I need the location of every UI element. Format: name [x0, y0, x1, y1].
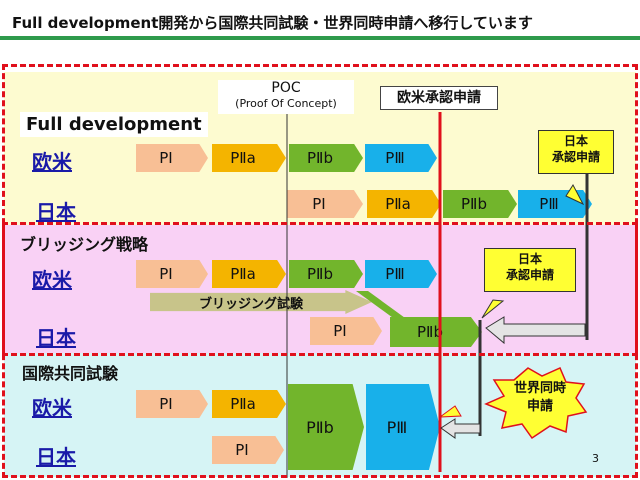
phase-p2a-arrow: PⅡa — [367, 190, 441, 218]
dashed-frame-section-divider — [2, 222, 638, 356]
phase-p3-arrow: PⅢ — [365, 260, 437, 288]
simultaneous-filing-label: 世界同時申請 — [513, 381, 566, 414]
phase-p1-arrow: PⅠ — [212, 436, 284, 464]
title-underline — [0, 36, 640, 40]
page-number: 3 — [592, 452, 599, 465]
row-label-us-eu: 欧米 — [32, 268, 72, 292]
row-label-japan: 日本 — [36, 200, 76, 224]
poc-label: POC (Proof Of Concept) — [218, 80, 354, 114]
japan-approval-callout: 日本承認申請 — [538, 130, 614, 174]
section-label-full-development: Full development — [20, 112, 208, 137]
row-label-japan: 日本 — [36, 445, 76, 469]
phase-p3-tall-arrow: PⅢ — [366, 384, 440, 470]
phase-p2b-tall-arrow: PⅡb — [288, 384, 364, 470]
section-label-bridging: ブリッジング戦略 — [20, 235, 149, 254]
phase-p1-arrow: PⅠ — [136, 144, 208, 172]
bridging-study-arrow: ブリッジング試験 — [150, 290, 372, 314]
phase-p2a-arrow: PⅡa — [212, 144, 286, 172]
phase-p1-arrow: PⅠ — [136, 390, 208, 418]
row-label-us-eu: 欧米 — [32, 150, 72, 174]
phase-p1-arrow: PⅠ — [136, 260, 208, 288]
phase-p3-arrow: PⅢ — [365, 144, 437, 172]
phase-p2a-arrow: PⅡa — [212, 260, 286, 288]
row-label-us-eu: 欧米 — [32, 396, 72, 420]
us-eu-approval-label: 欧米承認申請 — [380, 86, 498, 110]
japan-approval-callout: 日本承認申請 — [484, 248, 576, 292]
phase-p2b-arrow: PⅡb — [443, 190, 517, 218]
phase-p2a-arrow: PⅡa — [212, 390, 286, 418]
phase-p1-arrow: PⅠ — [287, 190, 363, 218]
row-label-japan: 日本 — [36, 326, 76, 350]
phase-p2b-arrow: PⅡb — [289, 144, 363, 172]
section-label-global-trial: 国際共同試験 — [22, 364, 119, 383]
phase-p2b-arrow: PⅡb — [289, 260, 363, 288]
page-title: Full development開発から国際共同試験・世界同時申請へ移行していま… — [12, 14, 533, 32]
